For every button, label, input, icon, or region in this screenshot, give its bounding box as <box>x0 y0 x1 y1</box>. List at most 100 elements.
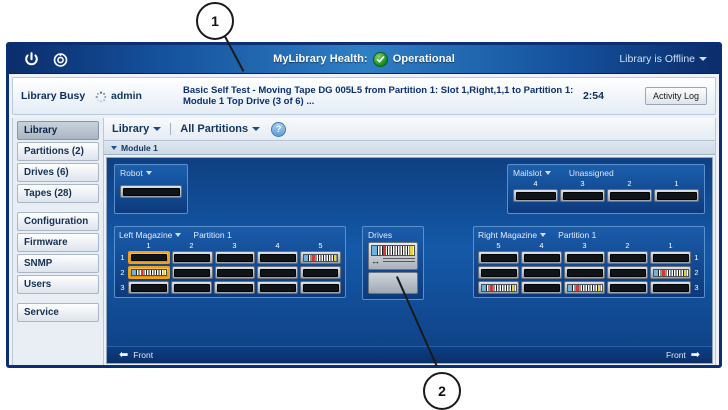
sidebar-item-snmp[interactable]: SNMP <box>17 254 99 273</box>
slot-empty-hole <box>523 268 560 277</box>
sidebar-divider-1 <box>17 205 99 212</box>
front-right-indicator: Front ➡ <box>666 350 700 361</box>
storage-slot[interactable] <box>171 251 213 264</box>
mailslot-slot[interactable] <box>513 189 558 202</box>
chevron-down-icon <box>540 233 547 237</box>
storage-slot[interactable] <box>300 251 341 264</box>
header-icon-group <box>9 51 69 68</box>
sidebar-item-configuration[interactable]: Configuration <box>17 212 99 231</box>
barcode-label <box>571 284 602 291</box>
sidebar-item-users[interactable]: Users <box>17 275 99 294</box>
storage-slot[interactable] <box>478 266 519 279</box>
slot-empty-hole <box>259 283 296 292</box>
breadcrumb-item-library[interactable]: Library <box>112 123 162 135</box>
slot-empty-hole <box>259 268 296 277</box>
breadcrumb-item-all-partitions[interactable]: All Partitions <box>180 123 261 135</box>
storage-slot[interactable] <box>171 281 212 294</box>
right-magazine-partition: Partition 1 <box>558 230 597 240</box>
library-layout-canvas: Robot Mailslot <box>106 157 713 364</box>
storage-slot[interactable] <box>128 281 169 294</box>
drive-bay-top[interactable]: ↔ <box>368 242 418 270</box>
storage-slot[interactable] <box>607 281 648 294</box>
health-ok-icon <box>372 51 388 67</box>
sidebar-item-tapes[interactable]: Tapes (28) <box>17 184 99 203</box>
slot-empty-hole <box>566 253 603 262</box>
storage-slot[interactable] <box>521 266 562 279</box>
sidebar: Library Partitions (2) Drives (6) Tapes … <box>12 118 104 365</box>
storage-slot[interactable] <box>257 251 299 264</box>
sidebar-item-service[interactable]: Service <box>17 303 99 322</box>
storage-slot[interactable] <box>171 266 213 279</box>
mailslot-dropdown[interactable]: Mailslot <box>513 168 551 178</box>
storage-slot[interactable] <box>564 251 605 264</box>
slot-empty-hole <box>302 268 339 277</box>
slot-empty-hole <box>515 191 556 200</box>
power-icon[interactable] <box>23 51 40 68</box>
storage-slot[interactable] <box>521 281 562 294</box>
storage-slot[interactable] <box>257 266 299 279</box>
storage-slot[interactable] <box>128 251 170 264</box>
sidebar-item-library[interactable]: Library <box>17 121 99 140</box>
storage-slot[interactable] <box>478 251 519 264</box>
storage-slot[interactable] <box>300 266 341 279</box>
storage-slot[interactable] <box>650 266 691 279</box>
storage-slot[interactable] <box>214 281 255 294</box>
activity-log-button[interactable]: Activity Log <box>644 87 707 105</box>
slot-empty-hole <box>656 191 697 200</box>
health-status-text: Operational <box>392 53 455 65</box>
app-header: MyLibrary Health: Operational Library is… <box>9 45 719 74</box>
storage-slot[interactable] <box>650 281 691 294</box>
slot-empty-hole <box>217 268 253 277</box>
storage-slot[interactable] <box>214 266 256 279</box>
status-message: Basic Self Test - Moving Tape DG 005L5 f… <box>183 84 574 108</box>
sidebar-item-firmware[interactable]: Firmware <box>17 233 99 252</box>
storage-slot[interactable] <box>128 266 170 279</box>
drive-bay-bottom[interactable] <box>368 272 418 294</box>
drives-label: Drives <box>368 230 393 240</box>
column-number: 5 <box>496 241 501 250</box>
mailslot-slot[interactable] <box>607 189 652 202</box>
storage-slot[interactable] <box>564 281 605 294</box>
mailslot-number: 4 <box>533 179 538 188</box>
spinner-icon <box>95 90 107 103</box>
mailslot-slot[interactable] <box>654 189 699 202</box>
mailslot-panel: Mailslot Unassigned 4 3 2 1 <box>507 164 705 214</box>
storage-slot[interactable] <box>607 266 648 279</box>
storage-slot[interactable] <box>300 281 341 294</box>
mailslot-slot[interactable] <box>560 189 605 202</box>
health-indicator: MyLibrary Health: Operational <box>9 51 719 67</box>
reset-identify-icon[interactable] <box>52 51 69 68</box>
storage-slot[interactable] <box>650 251 691 264</box>
sidebar-divider-2 <box>17 296 99 303</box>
arrow-left-icon: ⬅ <box>119 349 129 361</box>
library-state-dropdown[interactable]: Library is Offline <box>619 53 719 65</box>
callout-marker-2: 2 <box>423 372 461 410</box>
chevron-down-icon <box>699 57 707 61</box>
module-header[interactable]: Module 1 <box>104 140 715 155</box>
slot-empty-hole <box>302 283 339 292</box>
robot-gripper-slot[interactable] <box>120 185 182 198</box>
chevron-down-icon[interactable] <box>111 145 117 150</box>
left-magazine-row-numbers: 1 2 3 <box>119 251 126 294</box>
storage-slot[interactable] <box>478 281 519 294</box>
right-magazine-dropdown[interactable]: Right Magazine <box>478 230 547 240</box>
sidebar-item-drives[interactable]: Drives (6) <box>17 163 99 182</box>
left-magazine-columns: 1 2 3 4 5 <box>128 241 341 294</box>
storage-slot[interactable] <box>257 281 298 294</box>
robot-dropdown[interactable]: Robot <box>120 168 182 178</box>
storage-slot[interactable] <box>607 251 648 264</box>
breadcrumb-library-label: Library <box>112 123 150 135</box>
help-icon[interactable]: ? <box>271 121 287 137</box>
mailslot-number: 1 <box>674 179 679 188</box>
storage-slot[interactable] <box>521 251 562 264</box>
library-state-label: Library is Offline <box>619 53 695 65</box>
left-magazine-dropdown[interactable]: Left Magazine <box>119 230 182 240</box>
drive-indicator-row: ↔ <box>371 257 415 266</box>
slot-empty-hole <box>130 283 167 292</box>
chevron-down-icon <box>175 233 182 237</box>
storage-slot[interactable] <box>214 251 256 264</box>
mailslot-number: 3 <box>580 179 585 188</box>
column-number: 2 <box>189 241 194 250</box>
storage-slot[interactable] <box>564 266 605 279</box>
sidebar-item-partitions[interactable]: Partitions (2) <box>17 142 99 161</box>
